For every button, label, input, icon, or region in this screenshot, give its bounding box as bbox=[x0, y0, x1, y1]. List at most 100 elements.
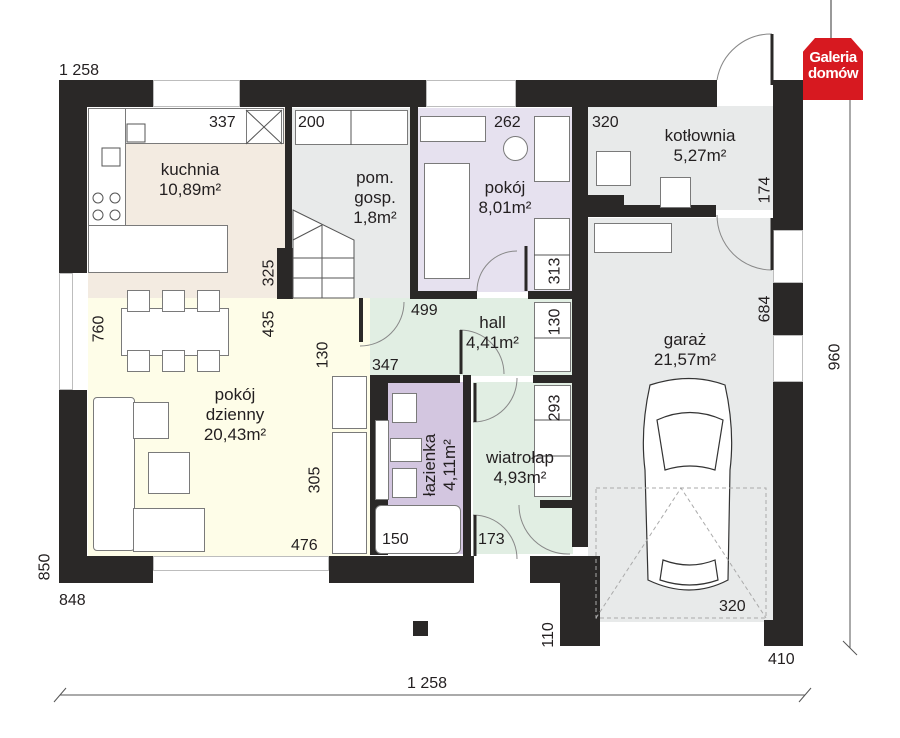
living-fireplace bbox=[332, 376, 367, 429]
wall-stair-col bbox=[277, 248, 293, 299]
kuchnia-name: kuchnia bbox=[160, 160, 220, 179]
pom-gosp-name2: gosp. bbox=[354, 188, 396, 207]
label-kotlownia: kotłownia 5,27m² bbox=[645, 126, 755, 166]
wall-pokoj-bottom-b bbox=[528, 291, 573, 299]
dim-bottom-total: 1 258 bbox=[407, 675, 448, 692]
window-kitchen bbox=[153, 80, 240, 107]
label-wiatrolap: wiatrołap 4,93m² bbox=[475, 448, 565, 488]
label-hall: hall 4,41m² bbox=[455, 313, 530, 353]
label-kuchnia: kuchnia 10,89m² bbox=[140, 160, 240, 200]
bath-bidet bbox=[392, 468, 417, 498]
lazienka-name: łazienka bbox=[420, 433, 439, 497]
wall-left-lower bbox=[59, 390, 87, 583]
wiatrolap-name: wiatrołap bbox=[485, 448, 555, 467]
label-garaz: garaż 21,57m² bbox=[635, 330, 735, 370]
dim-living-305: 305 bbox=[306, 466, 324, 494]
dim-pokoj-313: 313 bbox=[546, 257, 564, 285]
wall-kitchen-pom bbox=[285, 107, 292, 299]
dining-chair-3 bbox=[197, 290, 220, 312]
wall-bottom-mid bbox=[329, 556, 474, 583]
living-sofa-bottom bbox=[133, 508, 205, 552]
dim-dining-435: 435 bbox=[260, 310, 278, 338]
bath-toilet bbox=[390, 438, 422, 462]
dim-hall-347: 347 bbox=[372, 357, 399, 374]
window-pokoj bbox=[426, 80, 516, 107]
kitchen-island bbox=[88, 225, 228, 273]
bath-sink bbox=[392, 393, 417, 423]
wall-pom-pokoj bbox=[410, 107, 418, 299]
logo-line1: Galeria bbox=[809, 49, 857, 66]
wall-bath-right bbox=[463, 375, 471, 570]
dim-left-850: 850 bbox=[36, 553, 54, 581]
wall-top-right bbox=[516, 80, 717, 107]
window-dining bbox=[59, 273, 73, 390]
dim-hall-130v: 130 bbox=[314, 341, 332, 369]
pokoj-dzienny-area: 20,43m² bbox=[203, 425, 267, 444]
dim-garage-684: 684 bbox=[756, 295, 774, 323]
dim-hall-499: 499 bbox=[411, 302, 438, 319]
dim-pokoj-262: 262 bbox=[494, 114, 521, 131]
dim-bottom-110: 110 bbox=[539, 622, 557, 648]
logo-string bbox=[830, 0, 832, 40]
wall-kotl-stub bbox=[588, 195, 624, 211]
dining-chair-5 bbox=[162, 350, 185, 372]
wall-left-upper bbox=[59, 80, 87, 273]
car-icon bbox=[642, 377, 733, 591]
wall-pokoj-bottom-a bbox=[410, 291, 477, 299]
pokoj-sofa bbox=[424, 163, 470, 279]
living-sofa-vert bbox=[93, 397, 135, 551]
wall-hall-bath-top-b bbox=[533, 375, 573, 383]
wall-top-mid bbox=[240, 80, 426, 107]
wall-right-mid bbox=[773, 283, 803, 335]
garage-mower bbox=[594, 223, 672, 253]
pom-gosp-area: 1,8m² bbox=[353, 208, 397, 227]
wall-right-upper bbox=[773, 80, 803, 230]
dining-chair-1 bbox=[127, 290, 150, 312]
living-coffee-table bbox=[148, 452, 190, 494]
dim-kitchen-325: 325 bbox=[260, 259, 278, 287]
kotlownia-name: kotłownia bbox=[664, 126, 736, 145]
living-sofa-top bbox=[133, 402, 169, 439]
dim-total-960: 960 bbox=[826, 343, 844, 371]
dining-chair-4 bbox=[127, 350, 150, 372]
wiatr-wardrobe bbox=[534, 385, 571, 497]
kotlownia-area: 5,27m² bbox=[673, 146, 727, 165]
wiatrolap-area: 4,93m² bbox=[493, 468, 547, 487]
wall-living-right bbox=[359, 298, 363, 342]
dim-left-848: 848 bbox=[59, 592, 86, 609]
wall-garage-right-foot bbox=[764, 620, 803, 646]
dim-pom-200: 200 bbox=[298, 114, 325, 131]
dim-kotl-174: 174 bbox=[756, 176, 774, 204]
dim-living-476: 476 bbox=[291, 537, 318, 554]
pokoj-dzienny-name1: pokój bbox=[214, 385, 256, 404]
wall-wiatr-right bbox=[540, 500, 573, 508]
dim-right-410: 410 bbox=[768, 651, 795, 668]
pokoj-lamp bbox=[503, 136, 528, 161]
dim-kotl-320: 320 bbox=[592, 114, 619, 131]
hall-wardrobe bbox=[534, 302, 571, 372]
galeria-domow-logo[interactable]: Galeria domów bbox=[803, 38, 863, 100]
dim-dining-760: 760 bbox=[90, 315, 108, 343]
kitchen-counter-left bbox=[88, 108, 126, 226]
pokoj-dzienny-name2: dzienny bbox=[205, 405, 265, 424]
wall-garage-left bbox=[560, 556, 600, 646]
wall-bottom-left bbox=[59, 556, 153, 583]
logo-line2: domów bbox=[808, 65, 859, 82]
bath-tub bbox=[375, 505, 461, 554]
living-tv-cabinet bbox=[332, 432, 367, 554]
label-pokoj-dzienny: pokój dzienny 20,43m² bbox=[185, 385, 285, 445]
dining-chair-2 bbox=[162, 290, 185, 312]
bath-counter bbox=[375, 420, 389, 500]
hall-area: 4,41m² bbox=[466, 333, 519, 352]
label-lazienka: łazienka 4,11m² bbox=[420, 420, 460, 510]
kuchnia-area: 10,89m² bbox=[158, 180, 222, 199]
wall-garage-inner bbox=[572, 107, 588, 547]
window-garage-2 bbox=[773, 335, 803, 382]
dim-kitchen-337: 337 bbox=[209, 114, 236, 131]
dim-bath-150: 150 bbox=[382, 531, 409, 548]
wall-right-lower bbox=[773, 382, 803, 646]
hall-name: hall bbox=[479, 313, 506, 332]
pokoj-wardrobe-bottom bbox=[534, 218, 570, 290]
pokoj-wardrobe-top bbox=[534, 116, 570, 182]
dim-top-left: 1 258 bbox=[59, 62, 100, 79]
